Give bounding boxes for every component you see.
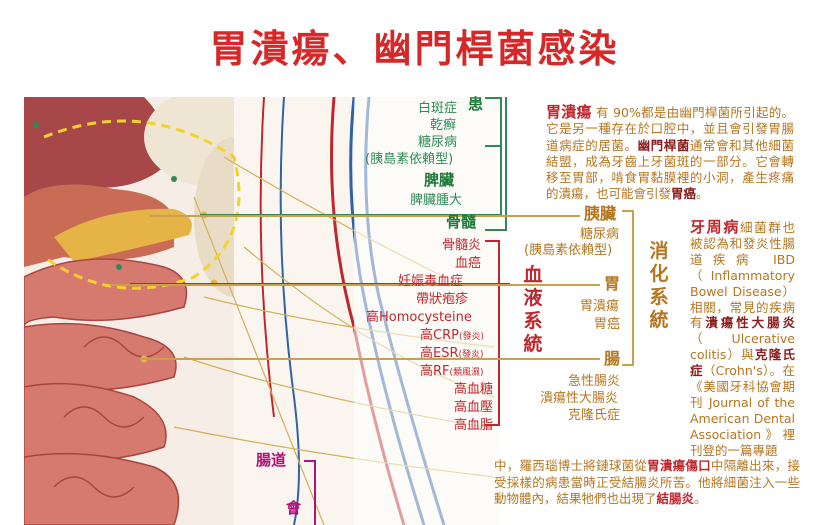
paragraph2-em: 潰瘍性大腸炎 — [705, 315, 795, 331]
blood-item: 高血壓 — [454, 400, 494, 415]
green-group-top-char: 患 — [468, 95, 484, 113]
marrow-label: 骨髓 — [446, 213, 477, 231]
spleen-item: 脾臟腫大 — [410, 193, 463, 208]
paragraph3-text: 中，羅西瑙博士將鏈球菌從 — [494, 458, 648, 473]
paragraph3-em: 結腸炎 — [656, 491, 695, 506]
green-item: 白斑症 — [418, 101, 458, 116]
paragraph1-text: 通常會和其他細菌結盟，成為牙齒上牙菌斑的一部分。它會轉移至胃部，啃食胃黏膜裡的小… — [546, 137, 794, 202]
paragraph3-text: 中隔離出來，接受採樣的病患當時正受結腸炎所苦。他將細菌注入一些動物體內，結果牠們… — [494, 458, 800, 506]
stomach-label: 胃 — [604, 274, 621, 293]
digestive-system-label: 消化系統 — [649, 240, 669, 331]
esr-text: 高ESR — [420, 346, 459, 361]
paragraph3-text: 。 — [694, 491, 707, 506]
intestine-label: 腸 — [604, 349, 621, 368]
paragraph2-text: 細菌群也被認為和發炎性腸道疾病 IBD（Inflammatory Bowel D… — [690, 220, 795, 331]
green-item: (胰島素依賴型) — [365, 152, 454, 167]
paragraph1-lead: 胃潰瘍 — [546, 103, 592, 121]
paragraph1-text: 有 90%都是由幽門桿菌所引起的。它是另一種存在於口腔中，並且會引發胃腸道病症的… — [546, 105, 794, 153]
pancreas-label: 胰臟 — [584, 204, 617, 223]
paragraph1-em: 胃癌 — [671, 186, 697, 202]
crp-text: 高CRP — [420, 328, 459, 343]
pancreas-item: 糖尿病 — [580, 227, 620, 242]
blood-item: 血癌 — [455, 256, 482, 271]
pancreas-item: (胰島素依賴型) — [524, 243, 613, 258]
paragraph-peptic-ulcer: 胃潰瘍 有 90%都是由幽門桿菌所引起的。它是另一種存在於口腔中，並且會引發胃腸… — [546, 104, 794, 203]
anatomy-illustration — [24, 97, 499, 525]
intestine-item: 潰瘍性大腸炎 — [540, 391, 619, 406]
blood-item: 高Homocysteine — [366, 310, 472, 325]
paragraph2-text: （Crohn's）。在《美國牙科協會期刊 Journal of the Amer… — [690, 363, 795, 458]
intestinal-tract-label: 腸道 — [256, 451, 287, 469]
paragraph3-em: 胃潰瘍傷口 — [647, 458, 711, 473]
blood-item: 高血糖 — [454, 382, 494, 397]
intestine-item: 急性腸炎 — [568, 374, 621, 389]
paragraph-periodontal: 牙周病細菌群也被認為和發炎性腸道疾病 IBD（Inflammatory Bowe… — [690, 218, 795, 459]
bottom-cut-label: 會 — [286, 499, 302, 517]
rf-suffix: (類風濕) — [449, 368, 484, 378]
blood-item-crp: 高CRP(發炎) — [420, 328, 484, 345]
paragraph2-em: 克隆氏症 — [690, 347, 795, 379]
paragraph1-text: 。 — [696, 186, 709, 202]
blood-item-esr: 高ESR(發炎) — [420, 346, 484, 363]
blood-item: 骨髓炎 — [442, 238, 482, 253]
blood-item: 妊娠毒血症 — [398, 274, 464, 289]
page-title: 胃潰瘍、幽門桿菌感染 — [209, 27, 620, 71]
green-item: 乾癬 — [430, 118, 457, 133]
blood-item: 高血脂 — [454, 418, 494, 433]
paragraph-rosenow: 中，羅西瑙博士將鏈球菌從胃潰瘍傷口中隔離出來，接受採樣的病患當時正受結腸炎所苦。… — [494, 458, 800, 508]
crp-suffix: (發炎) — [458, 332, 484, 342]
green-item: 糖尿病 — [418, 135, 458, 150]
blood-system-label: 血液系統 — [523, 264, 543, 355]
paragraph2-lead: 牙周病 — [690, 218, 740, 236]
stomach-item: 胃癌 — [594, 317, 621, 332]
esr-suffix: (發炎) — [458, 350, 484, 360]
intestine-item: 克隆氏症 — [568, 408, 621, 423]
paragraph2-text: （Ulcerative colitis）與 — [690, 331, 795, 363]
spleen-label: 脾臟 — [424, 171, 455, 189]
stomach-item: 胃潰瘍 — [580, 299, 620, 314]
blood-item: 帶狀疱疹 — [416, 292, 469, 307]
blood-item-rf: 高RF(類風濕) — [420, 364, 484, 381]
paragraph1-em: 幽門桿菌 — [637, 137, 690, 153]
rf-text: 高RF — [420, 364, 450, 379]
